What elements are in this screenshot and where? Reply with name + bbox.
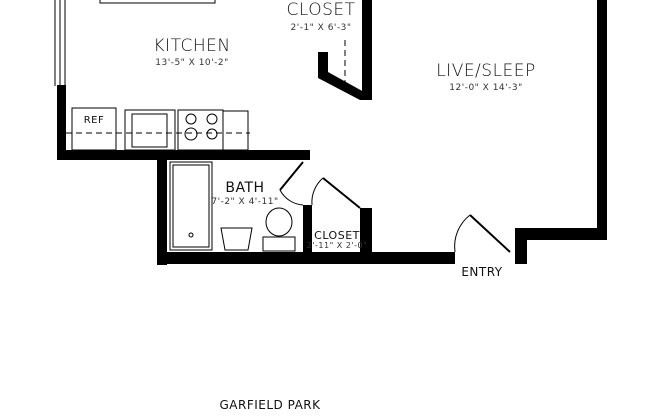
plan-name: GARFIELD PARK: [219, 398, 321, 412]
bathtub: [169, 161, 213, 251]
kitchen-left-wall: [57, 85, 66, 160]
bath-fixtures: [169, 161, 296, 252]
toilet-bowl: [265, 207, 293, 237]
bath-closet-partition: [303, 205, 312, 255]
right-step-wall: [515, 228, 607, 240]
upper-closet-wall: [362, 0, 372, 100]
windows-doors: [54, 0, 511, 253]
kitchen-dims: 13'-5" X 10'-2": [155, 58, 229, 68]
kitchen-label: KITCHEN: [153, 36, 231, 56]
live-sleep-label: LIVE/SLEEP: [436, 61, 536, 81]
small-closet-label: CLOSET: [314, 229, 360, 242]
bottom-wall: [157, 252, 455, 264]
kitchen-sink: [131, 113, 168, 148]
toilet-tank: [262, 236, 296, 252]
live-sleep-dims: 12'-0" X 14'-3": [449, 83, 523, 93]
entry-jamb-wall: [515, 228, 527, 264]
upper-closet-label: CLOSET: [286, 0, 356, 20]
bath-sink: [220, 227, 253, 251]
refrigerator: [71, 107, 117, 151]
upper-closet-angled-wall: [318, 52, 372, 100]
refrigerator-label: REF: [83, 115, 105, 126]
upper-closet-dims: 2'-1" X 6'-3": [290, 23, 352, 33]
cabinet: [222, 110, 249, 151]
bath-left-wall: [157, 150, 167, 265]
kitchen-bottom-wall: [57, 150, 310, 160]
walls: [57, 0, 607, 265]
kitchen-fixtures: [66, 107, 250, 151]
bath-label: BATH: [225, 180, 265, 196]
small-closet-dims: 2'-11" X 2'-0": [306, 241, 368, 250]
sink-cabinet: [124, 109, 176, 151]
entry-label: ENTRY: [461, 265, 503, 279]
right-wall: [597, 0, 607, 240]
small-closet-right-wall: [360, 208, 372, 255]
bath-dims: 7'-2" X 4'-11": [211, 197, 279, 207]
